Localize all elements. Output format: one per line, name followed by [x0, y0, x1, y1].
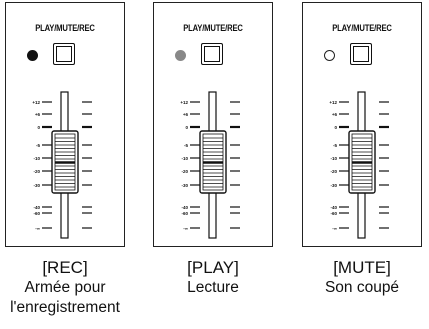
scale-label: -10 [330, 156, 337, 161]
play-mute-rec-button[interactable] [350, 43, 372, 65]
led-indicator-icon [27, 50, 38, 61]
scale-label: +6 [183, 112, 189, 117]
scale-label: +12 [180, 100, 188, 105]
channel-panel-rec: PLAY/MUTE/REC +12 +6 0 -5 -10 -20 -30 -40-60 -∞ [5, 2, 125, 247]
scale-label: -20 [33, 169, 40, 174]
scale-label: 0 [37, 125, 40, 130]
scale-label: +6 [332, 112, 338, 117]
caption-rec: [REC] Armée pour l'enregistrement [0, 258, 135, 318]
fader-knob-icon[interactable] [348, 130, 376, 194]
scale-label: -40 [181, 205, 188, 210]
scale-label: -60 [330, 211, 337, 216]
button-label: PLAY/MUTE/REC [35, 23, 95, 33]
caption-mode: [PLAY] [187, 258, 239, 277]
scale-label: -30 [181, 183, 188, 188]
channel-panel-play: PLAY/MUTE/REC +12 +6 0 -5 -10 -20 -30 -40-60 -∞ [153, 2, 273, 247]
scale-label: -60 [181, 211, 188, 216]
caption-desc: l'enregistrement [10, 299, 120, 316]
caption-desc: Son coupé [324, 279, 400, 296]
play-mute-rec-button[interactable] [201, 43, 223, 65]
scale-label: -5 [184, 143, 188, 148]
scale-label: -20 [181, 169, 188, 174]
scale-label: -60 [33, 211, 40, 216]
button-label: PLAY/MUTE/REC [183, 23, 243, 33]
led-indicator-icon [175, 50, 186, 61]
scale-label: 0 [334, 125, 337, 130]
fader[interactable]: +12 +6 0 -5 -10 -20 -30 -40-60 -∞ [6, 3, 126, 248]
fader-knob-icon[interactable] [199, 130, 227, 194]
scale-label: -30 [33, 183, 40, 188]
play-mute-rec-button[interactable] [53, 43, 75, 65]
scale-label: +6 [35, 112, 41, 117]
caption-mute: [MUTE] Son coupé [292, 258, 429, 298]
scale-label: -∞ [332, 226, 337, 231]
scale-label: -10 [181, 156, 188, 161]
caption-mode: [REC] [42, 258, 88, 277]
scale-label: -40 [330, 205, 337, 210]
scale-label: -∞ [35, 226, 40, 231]
button-label: PLAY/MUTE/REC [332, 23, 392, 33]
scale-label: -10 [33, 156, 40, 161]
scale-label: 0 [185, 125, 188, 130]
fader-knob-icon[interactable] [51, 130, 79, 194]
channel-panel-mute: PLAY/MUTE/REC +12 +6 0 -5 -10 -20 -30 -40-60 -∞ [302, 2, 422, 247]
scale-label: +12 [329, 100, 337, 105]
scale-label: -∞ [183, 226, 188, 231]
caption-play: [PLAY] Lecture [143, 258, 283, 298]
scale-label: -5 [333, 143, 337, 148]
scale-label: -30 [330, 183, 337, 188]
led-indicator-icon [324, 50, 335, 61]
caption-desc: Lecture [187, 279, 239, 296]
fader[interactable]: +12 +6 0 -5 -10 -20 -30 -40-60 -∞ [154, 3, 274, 248]
scale-label: -20 [330, 169, 337, 174]
scale-label: -40 [33, 205, 40, 210]
scale-label: +12 [32, 100, 40, 105]
caption-mode: [MUTE] [333, 258, 391, 277]
caption-desc: Armée pour [24, 279, 106, 296]
scale-label: -5 [36, 143, 40, 148]
fader[interactable]: +12 +6 0 -5 -10 -20 -30 -40-60 -∞ [303, 3, 423, 248]
